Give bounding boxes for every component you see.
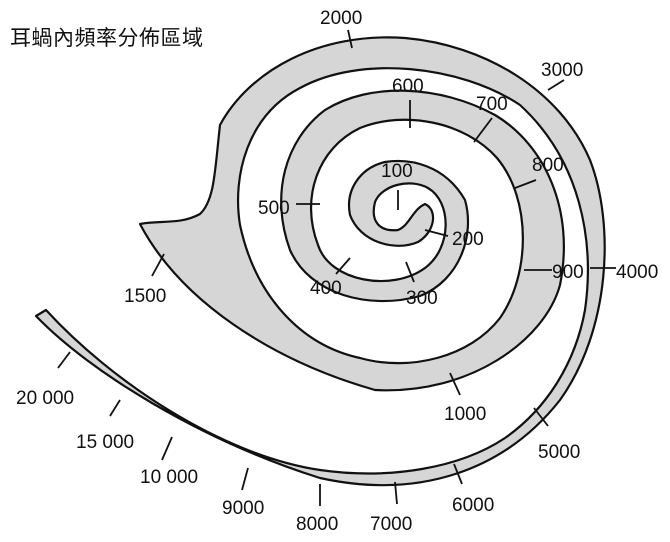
label-500: 500 bbox=[258, 198, 290, 219]
label-800: 800 bbox=[532, 155, 564, 176]
tick-9000 bbox=[241, 467, 249, 491]
label-100: 100 bbox=[381, 161, 413, 182]
label-300: 300 bbox=[406, 288, 438, 309]
tick-200 bbox=[424, 229, 449, 237]
tick-400 bbox=[335, 257, 351, 275]
label-900: 900 bbox=[552, 262, 584, 283]
tick-5000 bbox=[533, 407, 549, 427]
tick-6000 bbox=[453, 463, 463, 485]
label-10000: 10 000 bbox=[140, 467, 198, 488]
tick-10000 bbox=[161, 436, 173, 461]
tick-700 bbox=[473, 117, 493, 143]
label-5000: 5000 bbox=[538, 442, 580, 463]
tick-1000 bbox=[449, 372, 461, 396]
label-3000: 3000 bbox=[541, 60, 583, 81]
label-600: 600 bbox=[392, 76, 424, 97]
label-1500: 1500 bbox=[124, 286, 166, 307]
tick-7000 bbox=[394, 481, 398, 505]
label-700: 700 bbox=[476, 94, 508, 115]
label-9000: 9000 bbox=[222, 498, 264, 519]
tick-20000 bbox=[57, 351, 71, 369]
frequency-labels: 100 200 300 400 500 600 700 800 900 1000… bbox=[16, 8, 658, 535]
label-6000: 6000 bbox=[452, 495, 494, 516]
label-200: 200 bbox=[452, 229, 484, 250]
label-15000: 15 000 bbox=[76, 432, 134, 453]
tick-800 bbox=[514, 179, 537, 189]
label-2000: 2000 bbox=[320, 8, 362, 29]
label-20000: 20 000 bbox=[16, 388, 74, 409]
tick-3000 bbox=[547, 79, 565, 91]
frequency-ticks bbox=[57, 29, 616, 506]
label-8000: 8000 bbox=[296, 514, 338, 535]
tick-300 bbox=[405, 261, 415, 283]
diagram-title: 耳蝸內頻率分佈區域 bbox=[10, 26, 204, 50]
label-400: 400 bbox=[310, 278, 342, 299]
label-7000: 7000 bbox=[370, 514, 412, 535]
tick-15000 bbox=[109, 399, 121, 417]
tick-1500 bbox=[151, 253, 165, 277]
tick-2000 bbox=[347, 29, 353, 49]
label-4000: 4000 bbox=[616, 262, 658, 283]
label-1000: 1000 bbox=[444, 404, 486, 425]
cochlea-spiral bbox=[34, 36, 606, 487]
